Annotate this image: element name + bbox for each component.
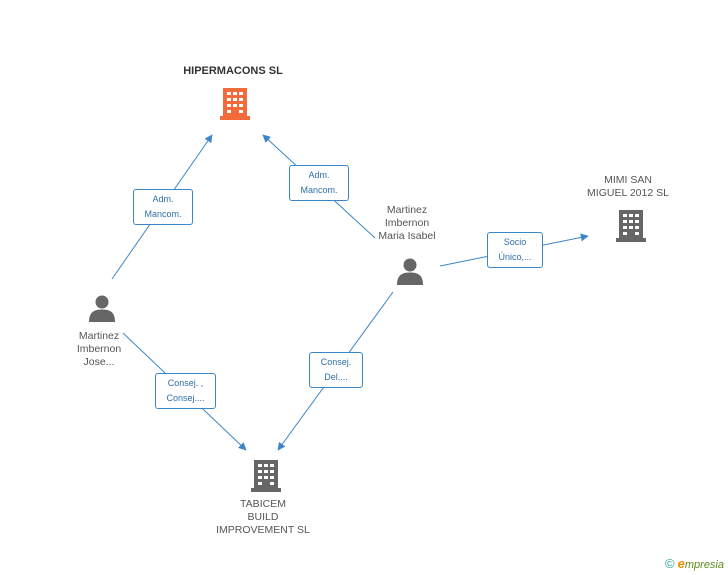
edge-label-line2: Mancom.	[144, 209, 182, 219]
brand-logo-text: mpresia	[684, 559, 724, 571]
company-tabicem-name-line2[interactable]: BUILD	[247, 511, 279, 523]
edge-label-line1: Adm.	[152, 194, 174, 204]
edge-label-line1: Adm.	[308, 170, 330, 180]
company-mimi-name-line1[interactable]: MIMI SAN	[604, 174, 652, 186]
edge-label-line1: Socio	[503, 237, 527, 247]
company-hipermacons-name[interactable]: HIPERMACONS SL	[183, 65, 283, 77]
copyright-symbol: ©	[664, 556, 675, 571]
company-tabicem-name-line1[interactable]: TABICEM	[240, 498, 286, 510]
company-tabicem-name-line3[interactable]: IMPROVEMENT SL	[216, 524, 310, 536]
company-mimi-label[interactable]: MIMI SAN MIGUEL 2012 SL	[572, 174, 684, 200]
edge-label-jose-tabicem[interactable]: Consej. , Consej....	[155, 373, 216, 409]
person-jose-name-line2[interactable]: Imbernon	[76, 343, 122, 355]
building-icon[interactable]	[220, 86, 250, 120]
edge-label-line2: Mancom.	[300, 185, 338, 195]
person-icon[interactable]	[88, 294, 116, 322]
building-icon[interactable]	[616, 208, 646, 242]
person-jose-name-line1[interactable]: Martinez	[78, 330, 120, 342]
person-maria-name-line3[interactable]: Maria Isabel	[378, 230, 436, 242]
company-mimi-name-line2[interactable]: MIGUEL 2012 SL	[587, 187, 669, 199]
edge-label-maria-tabicem[interactable]: Consej. Del....	[309, 352, 363, 388]
edge-label-maria-hipermacons[interactable]: Adm. Mancom.	[289, 165, 349, 201]
edge-label-line2: Del....	[324, 372, 348, 382]
edge-label-line1: Consej. ,	[167, 378, 204, 388]
person-maria-label[interactable]: Martinez Imbernon Maria Isabel	[357, 204, 457, 243]
person-jose-name-line3[interactable]: Jose...	[83, 356, 115, 368]
edge-label-line2: Único,...	[498, 252, 532, 262]
company-tabicem-label[interactable]: TABICEM BUILD IMPROVEMENT SL	[200, 498, 326, 537]
edge-label-line1: Consej.	[320, 357, 352, 367]
edge-label-line2: Consej....	[166, 393, 205, 403]
brand-footer[interactable]: © empresia	[665, 556, 724, 571]
edge-label-jose-hipermacons[interactable]: Adm. Mancom.	[133, 189, 193, 225]
person-jose-label[interactable]: Martinez Imbernon Jose...	[54, 330, 144, 369]
brand-logo-initial: e	[677, 556, 685, 571]
person-maria-name-line2[interactable]: Imbernon	[384, 217, 430, 229]
person-maria-name-line1[interactable]: Martinez	[386, 204, 428, 216]
edge-label-maria-mimi[interactable]: Socio Único,...	[487, 232, 543, 268]
company-hipermacons-label[interactable]: HIPERMACONS SL	[160, 65, 306, 78]
person-icon[interactable]	[396, 257, 424, 285]
building-icon[interactable]	[251, 458, 281, 492]
